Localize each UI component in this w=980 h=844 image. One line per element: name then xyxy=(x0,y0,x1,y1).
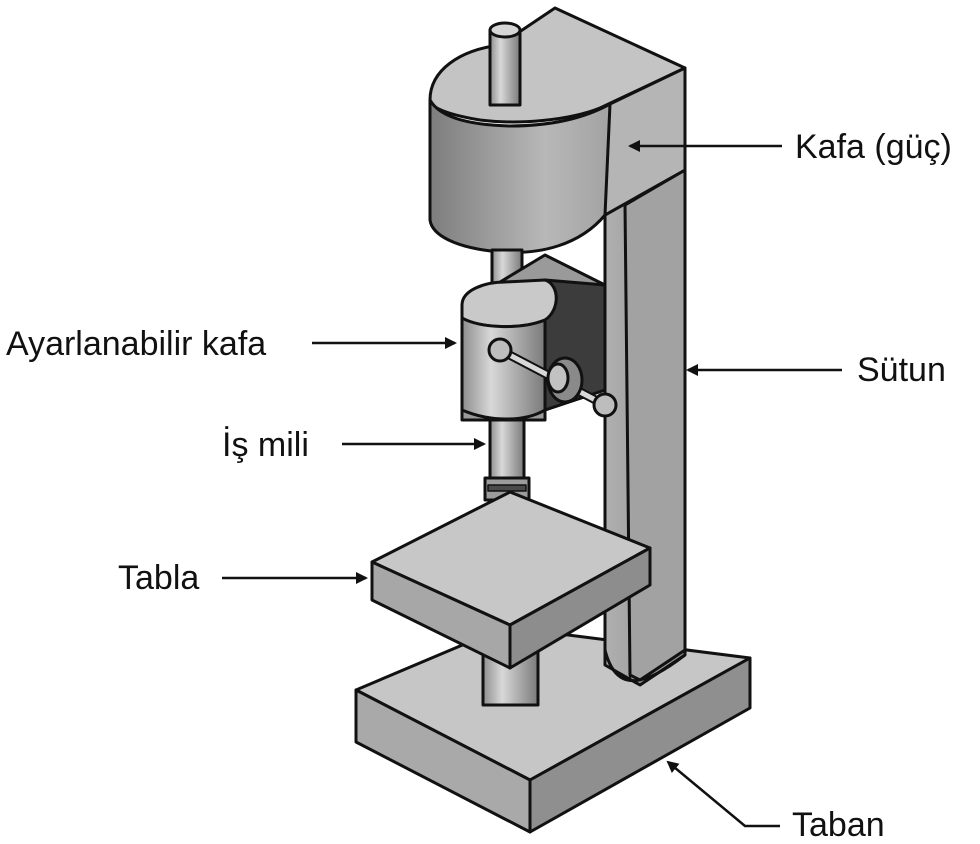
base-block xyxy=(354,625,752,834)
feed-handle xyxy=(487,337,618,418)
power-head xyxy=(428,6,687,254)
leader-lines xyxy=(222,140,842,828)
spindle xyxy=(483,418,531,542)
label-column: Sütun xyxy=(857,353,946,387)
label-base: Taban xyxy=(792,806,885,844)
column xyxy=(603,168,687,687)
label-adjustable-head: Ayarlanabilir kafa xyxy=(6,325,267,363)
label-head-power: Kafa (güç) xyxy=(795,128,952,166)
label-spindle: İş mili xyxy=(222,426,309,464)
label-table: Tabla xyxy=(118,559,200,597)
work-table xyxy=(370,490,652,670)
leader-base xyxy=(666,760,780,828)
